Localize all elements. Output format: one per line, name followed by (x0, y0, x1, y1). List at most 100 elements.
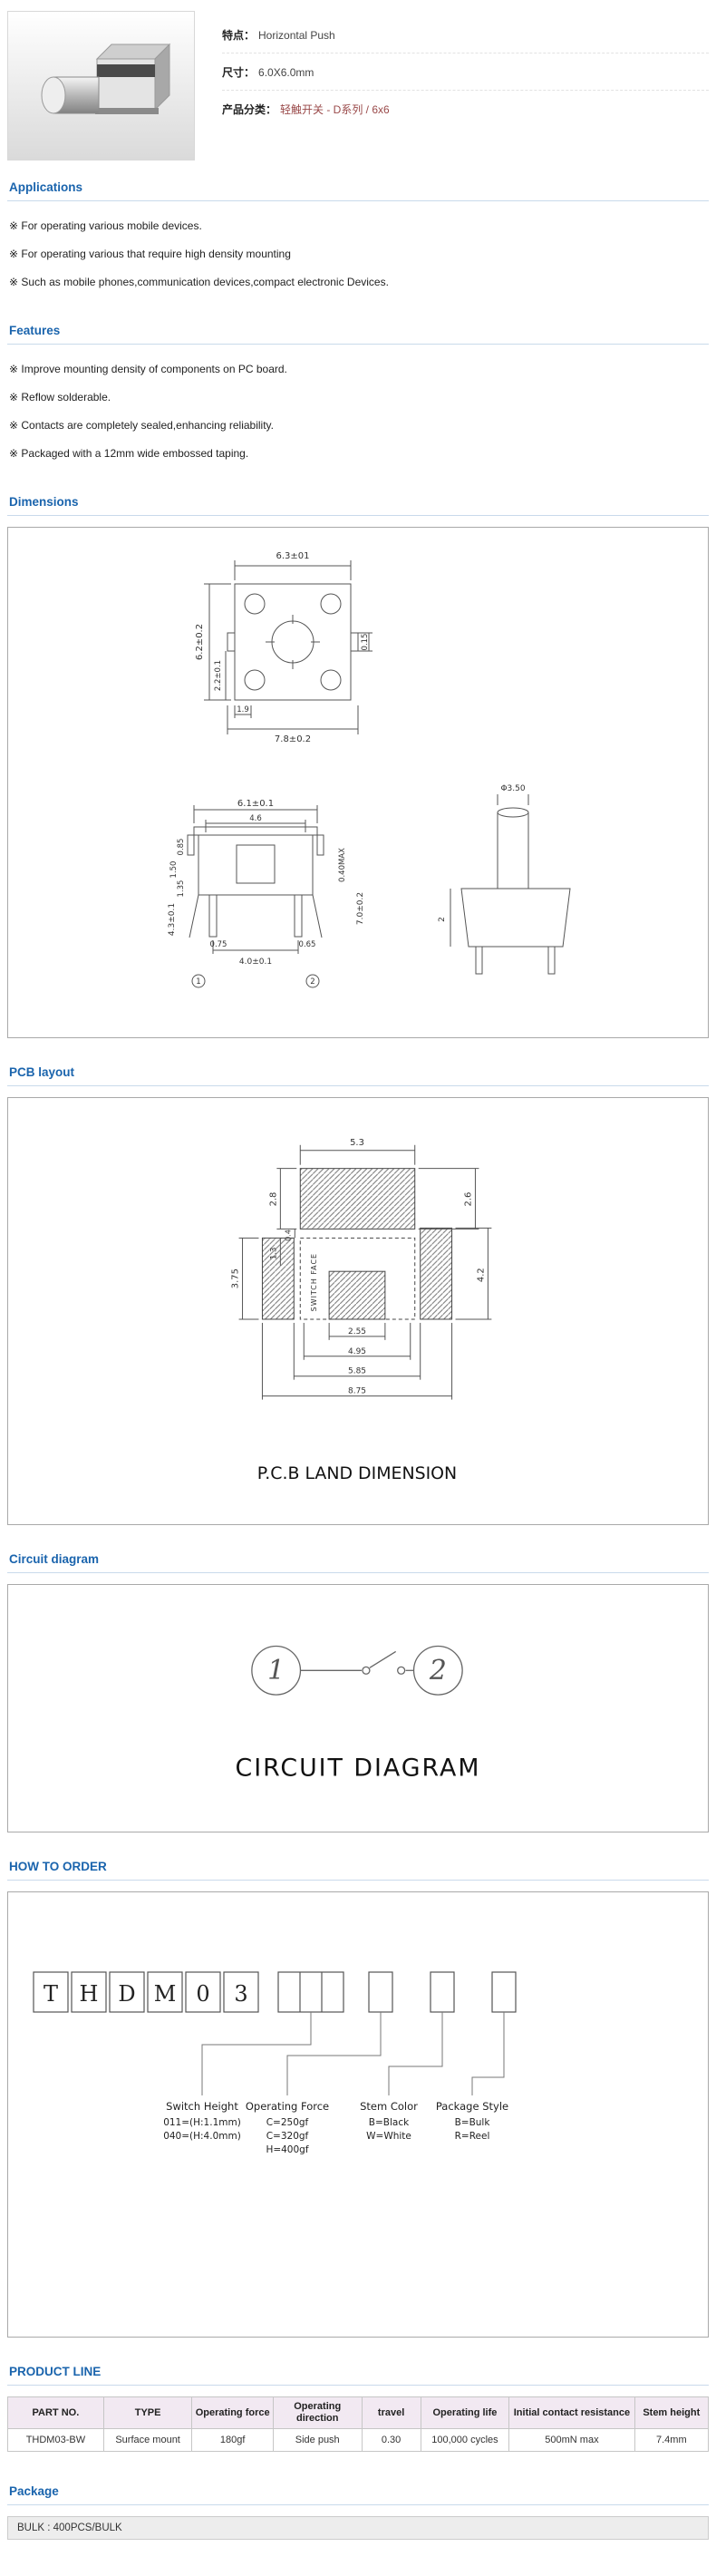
circuit-caption: CIRCUIT DIAGRAM (236, 1754, 481, 1782)
pcb-dim-label: 0.4 (284, 1230, 292, 1241)
dimensions-title: Dimensions (7, 495, 709, 516)
switch-face-label: SWITCH FACE (310, 1253, 318, 1311)
spec-label: 尺寸： (222, 66, 256, 79)
column-header: Operating force (191, 2396, 274, 2429)
dim-label: 2 (438, 917, 447, 922)
product-line-section: PRODUCT LINE PART NO. TYPE Operating for… (7, 2365, 710, 2452)
order-group-name: Stem Color (360, 2100, 418, 2113)
column-header: Initial contact resistance (508, 2396, 635, 2429)
dim-label: 1.9 (237, 705, 249, 714)
pcb-dim-label: 8.75 (348, 1387, 366, 1396)
spec-value: 6.0X6.0mm (258, 66, 314, 79)
order-group-name: Switch Height (166, 2100, 238, 2113)
order-group-option: B=Black (369, 2117, 410, 2128)
dimension-labels: 6.3±01 6.2±0.2 2.2±0.1 1.9 7.8±0.2 0.15 … (168, 551, 526, 987)
land-pads (261, 1168, 453, 1320)
order-group-option: B=Bulk (455, 2117, 491, 2128)
pcb-dimension-labels: 5.3 2.8 0.4 2.6 1.3 3.75 4.2 2.55 4.95 5… (231, 1138, 487, 1483)
dim-label: 7.0±0.2 (356, 892, 365, 925)
code-letter: M (154, 1981, 177, 2007)
side-view (450, 794, 571, 975)
circuit-diagram-panel: 1 2 CIRCUIT DIAGRAM (7, 1584, 709, 1832)
spec-value: Horizontal Push (258, 29, 335, 42)
spec-feature-row: 特点： Horizontal Push (222, 16, 709, 53)
order-group-option: 011=(H:1.1mm) (163, 2117, 241, 2128)
product-line-table: PART NO. TYPE Operating force Operating … (7, 2396, 710, 2452)
pcb-dim-label: 4.95 (348, 1347, 366, 1356)
table-cell: 500mN max (508, 2428, 635, 2452)
spec-list: 特点： Horizontal Push 尺寸： 6.0X6.0mm 产品分类： … (222, 11, 709, 160)
circuit-diagram-drawing: 1 2 CIRCUIT DIAGRAM (236, 1645, 481, 1782)
order-legend: Switch Height 011=(H:1.1mm) 040=(H:4.0mm… (163, 2100, 508, 2155)
list-item: ※ Reflow solderable. (9, 391, 111, 403)
features-section: Features ※ Improve mounting density of c… (7, 324, 709, 468)
circuit-symbol (251, 1645, 463, 1696)
order-group-option: R=Reel (455, 2131, 490, 2142)
package-section: Package BULK : 400PCS/BULK (7, 2484, 709, 2540)
switch-photo-shape (41, 43, 171, 114)
dimensions-section: Dimensions (7, 495, 709, 1038)
terminal-numbers: 1 2 (267, 1655, 447, 1687)
pcb-layout-title: PCB layout (7, 1065, 709, 1086)
how-to-order-section: HOW TO ORDER (7, 1860, 709, 2338)
circuit-diagram-section: Circuit diagram 1 2 CIRCUIT DIAGRAM (7, 1552, 709, 1832)
how-to-order-panel: T H D M 0 3 Switch Height 011=(H:1.1mm) … (7, 1891, 709, 2338)
dimensions-panel: 6.3±01 6.2±0.2 2.2±0.1 1.9 7.8±0.2 0.15 … (7, 527, 709, 1038)
category-link[interactable]: 轻触开关 - D系列 / 6x6 (280, 103, 390, 116)
pcb-dim-label: 1.3 (268, 1248, 277, 1259)
terminal-2: 2 (429, 1655, 447, 1687)
dim-label: 0.85 (177, 839, 186, 856)
order-group-option: H=400gf (266, 2144, 308, 2155)
pcb-layout-panel: 5.3 2.8 0.4 2.6 1.3 3.75 4.2 2.55 4.95 5… (7, 1097, 709, 1525)
order-group-option: C=320gf (266, 2131, 309, 2142)
pin-number: 2 (310, 977, 314, 987)
list-item: ※ Improve mounting density of components… (9, 363, 287, 375)
front-view (187, 805, 324, 988)
dim-label: 0.65 (299, 940, 316, 949)
order-group-option: W=White (366, 2131, 411, 2142)
table-cell: Side push (272, 2428, 363, 2452)
list-item: ※ Such as mobile phones,communication de… (9, 276, 389, 288)
dim-label: 4.3±0.1 (168, 903, 177, 936)
list-item: ※ For operating various mobile devices. (9, 219, 202, 232)
table-cell: 100,000 cycles (420, 2428, 510, 2452)
terminal-1: 1 (267, 1655, 285, 1687)
table-cell: 7.4mm (634, 2428, 710, 2452)
pcb-layout-drawing: 5.3 2.8 0.4 2.6 1.3 3.75 4.2 2.55 4.95 5… (231, 1138, 492, 1483)
dim-label: 0.40MAX (338, 848, 347, 882)
list-item: ※ Contacts are completely sealed,enhanci… (9, 419, 274, 432)
package-title: Package (7, 2484, 709, 2505)
table-cell: Surface mount (102, 2428, 193, 2452)
code-letter: 0 (196, 1981, 209, 2007)
column-header: Operating life (420, 2396, 510, 2429)
circuit-diagram-title: Circuit diagram (7, 1552, 709, 1573)
product-header: 特点： Horizontal Push 尺寸： 6.0X6.0mm 产品分类： … (7, 11, 709, 160)
pcb-dim-label: 2.55 (348, 1327, 366, 1337)
pcb-dim-label: 2.8 (268, 1192, 278, 1207)
code-letter: 3 (234, 1981, 247, 2007)
spec-label: 产品分类： (222, 103, 277, 116)
dim-label: 2.2±0.1 (214, 660, 223, 691)
table-cell: THDM03-BW (7, 2428, 104, 2452)
dim-label: 6.1±0.1 (237, 799, 274, 809)
how-to-order-title: HOW TO ORDER (7, 1860, 709, 1881)
pcb-dim-label: 2.6 (463, 1192, 473, 1207)
dim-label: 1.35 (177, 880, 186, 898)
spec-category-row: 产品分类： 轻触开关 - D系列 / 6x6 (222, 91, 709, 127)
pcb-dim-label: 3.75 (231, 1269, 241, 1288)
dimensions-drawing: 6.3±01 6.2±0.2 2.2±0.1 1.9 7.8±0.2 0.15 … (168, 551, 571, 988)
applications-list: ※ For operating various mobile devices. … (7, 212, 709, 296)
dim-label: 0.75 (210, 940, 227, 949)
dim-label: 6.2±0.2 (195, 624, 205, 660)
top-view (204, 560, 373, 734)
spec-size-row: 尺寸： 6.0X6.0mm (222, 53, 709, 91)
pcb-dimension-lines (238, 1144, 492, 1400)
list-item: ※ Packaged with a 12mm wide embossed tap… (9, 447, 249, 460)
spec-label: 特点： (222, 29, 256, 42)
table-header-row: PART NO. TYPE Operating force Operating … (7, 2396, 710, 2429)
table-cell: 0.30 (361, 2428, 421, 2452)
order-group-option: 040=(H:4.0mm) (163, 2131, 241, 2142)
dim-label: 1.50 (169, 861, 179, 879)
pin-number: 1 (196, 977, 200, 987)
